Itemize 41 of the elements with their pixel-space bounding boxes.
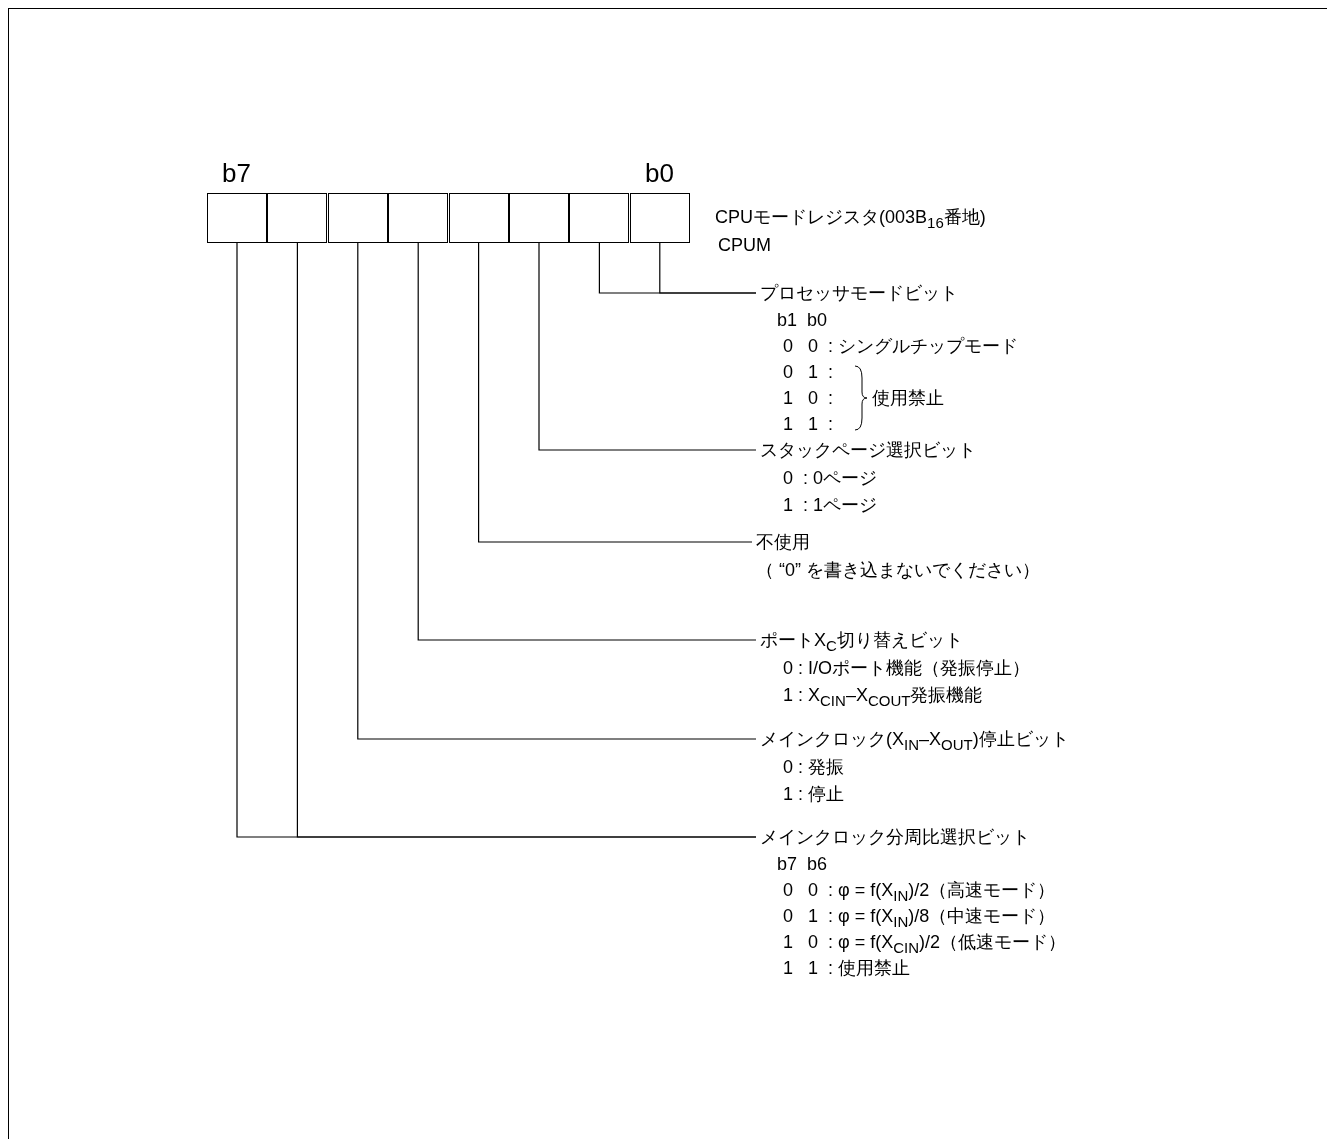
value-row-text: 1 : X$_{CIN}$–X$_{COUT}$発振機能 [783, 684, 983, 711]
value-row-text: 0 1 : φ = f(X$_{IN}$)/8（中速モード） [783, 905, 1056, 932]
field-name: スタックページ選択ビット [760, 439, 976, 461]
value-row: 1 : 停止 [783, 783, 844, 805]
value-row: 0 : I/Oポート機能（発振停止） [783, 657, 1031, 679]
value-row-text: 0 0 : φ = f(X$_{IN}$)/2（高速モード） [783, 879, 1056, 906]
leader-line [357, 242, 757, 740]
value-row: 1 1 : 使用禁止 [783, 957, 911, 979]
value-row: 1 : 1ページ [783, 494, 878, 516]
column-header: b1 b0 [777, 309, 828, 331]
value-row: 0 : 発振 [783, 756, 844, 778]
bit-number: b7 [222, 158, 251, 189]
column-header: b7 b6 [777, 853, 828, 875]
leader-line [417, 242, 757, 641]
bit-cell [388, 193, 449, 243]
bit-cell [629, 193, 690, 243]
bit-cell [509, 193, 569, 243]
bit-cell [207, 193, 267, 243]
leader-line [659, 242, 757, 294]
value-row: （ “0” を書き込まないでください） [756, 559, 1040, 581]
field-name: 不使用 [756, 531, 810, 553]
value-row: 0 0 : シングルチップモード [783, 335, 1019, 357]
leader-line [478, 242, 753, 543]
value-description: 使用禁止 [872, 387, 944, 409]
register-name: CPUモードレジスタ(003B$_{16}$番地) [715, 206, 986, 231]
value-row: 0 1 : [783, 361, 834, 383]
value-row: 0 : 0ページ [783, 467, 878, 489]
bit-cell [267, 193, 328, 243]
field-name: メインクロック(X$_{IN}$–X$_{OUT}$)停止ビット [760, 728, 1069, 755]
bit-cell [569, 193, 630, 243]
leader-line [538, 242, 757, 451]
bit-cell [448, 193, 509, 243]
bit-cell [327, 193, 388, 243]
field-name: メインクロック分周比選択ビット [760, 826, 1030, 848]
field-name: プロセッサモードビット [760, 282, 958, 304]
value-row-text: 1 0 : φ = f(X$_{CIN}$)/2（低速モード） [783, 931, 1067, 958]
field-name: ポートX$_{C}$切り替えビット [760, 629, 963, 656]
register-symbol: CPUM [718, 235, 771, 256]
bit-number: b0 [645, 158, 674, 189]
value-row: 1 0 : [783, 387, 834, 409]
value-row: 1 1 : [783, 413, 834, 435]
